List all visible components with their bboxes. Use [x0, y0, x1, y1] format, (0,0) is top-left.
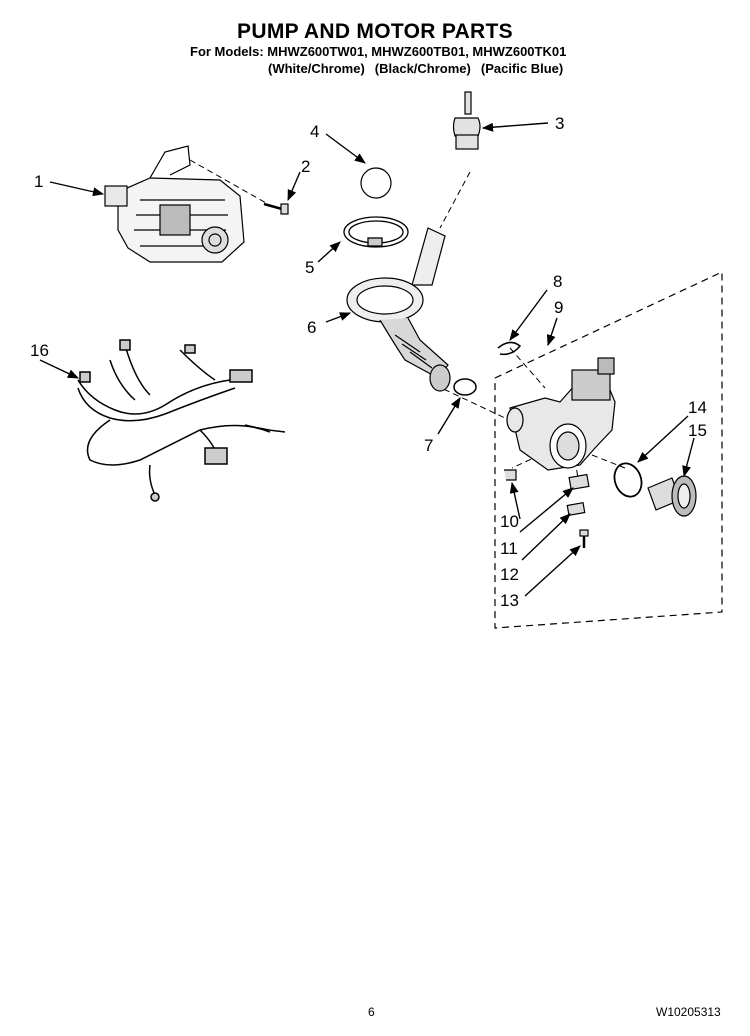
- callout-1: 1: [34, 172, 43, 191]
- callout-8: 8: [553, 272, 562, 291]
- check-ball: [360, 167, 392, 199]
- exploded-parts-diagram: 1 2 3 4 5 6 7 8 9 10 11 12 13 14 15 16: [30, 91, 723, 629]
- pump-clip: [504, 469, 517, 481]
- pump-grommet: [566, 501, 586, 517]
- hose-clamp: [343, 216, 409, 248]
- pump-subassembly-boundary: [494, 271, 723, 629]
- drive-motor: [104, 145, 245, 263]
- callout-4: 4: [310, 122, 319, 141]
- pump-bracket: [568, 473, 590, 491]
- filter-o-ring: [613, 462, 643, 498]
- callout-2: 2: [301, 157, 310, 176]
- callout-7: 7: [424, 436, 433, 455]
- pump-hose-clamp: [453, 378, 477, 396]
- callout-6: 6: [307, 318, 316, 337]
- pump-screw: [579, 529, 589, 548]
- hose-clip: [497, 341, 522, 356]
- assembly-guide-lines: [189, 159, 626, 479]
- callout-3: 3: [555, 114, 564, 133]
- callout-arrows: [39, 122, 695, 597]
- callout-15: 15: [688, 421, 707, 440]
- page-title: PUMP AND MOTOR PARTS: [237, 20, 513, 43]
- callout-5: 5: [305, 258, 314, 277]
- variant-black-chrome: (Black/Chrome): [374, 61, 471, 76]
- callout-10: 10: [500, 512, 519, 531]
- pump-filter-cap: [647, 475, 697, 517]
- callout-11: 11: [500, 539, 518, 558]
- sump-hose: [346, 227, 451, 392]
- air-dome-bulb: [452, 91, 481, 150]
- document-id: W10205313: [656, 1005, 721, 1019]
- callout-9: 9: [554, 298, 563, 317]
- models-line: For Models: MHWZ600TW01, MHWZ600TB01, MH…: [190, 44, 567, 59]
- drain-pump: [506, 357, 616, 471]
- variant-white-chrome: (White/Chrome): [268, 61, 365, 76]
- wire-harness: [77, 339, 286, 502]
- motor-bolt: [263, 202, 289, 215]
- page-number: 6: [368, 1005, 375, 1019]
- variant-pacific-blue: (Pacific Blue): [480, 61, 564, 76]
- callout-13: 13: [500, 591, 519, 610]
- callout-12: 12: [500, 565, 519, 584]
- color-variants: (White/Chrome) (Black/Chrome) (Pacific Blu…: [268, 61, 573, 76]
- callout-14: 14: [688, 398, 707, 417]
- callout-16: 16: [30, 341, 49, 360]
